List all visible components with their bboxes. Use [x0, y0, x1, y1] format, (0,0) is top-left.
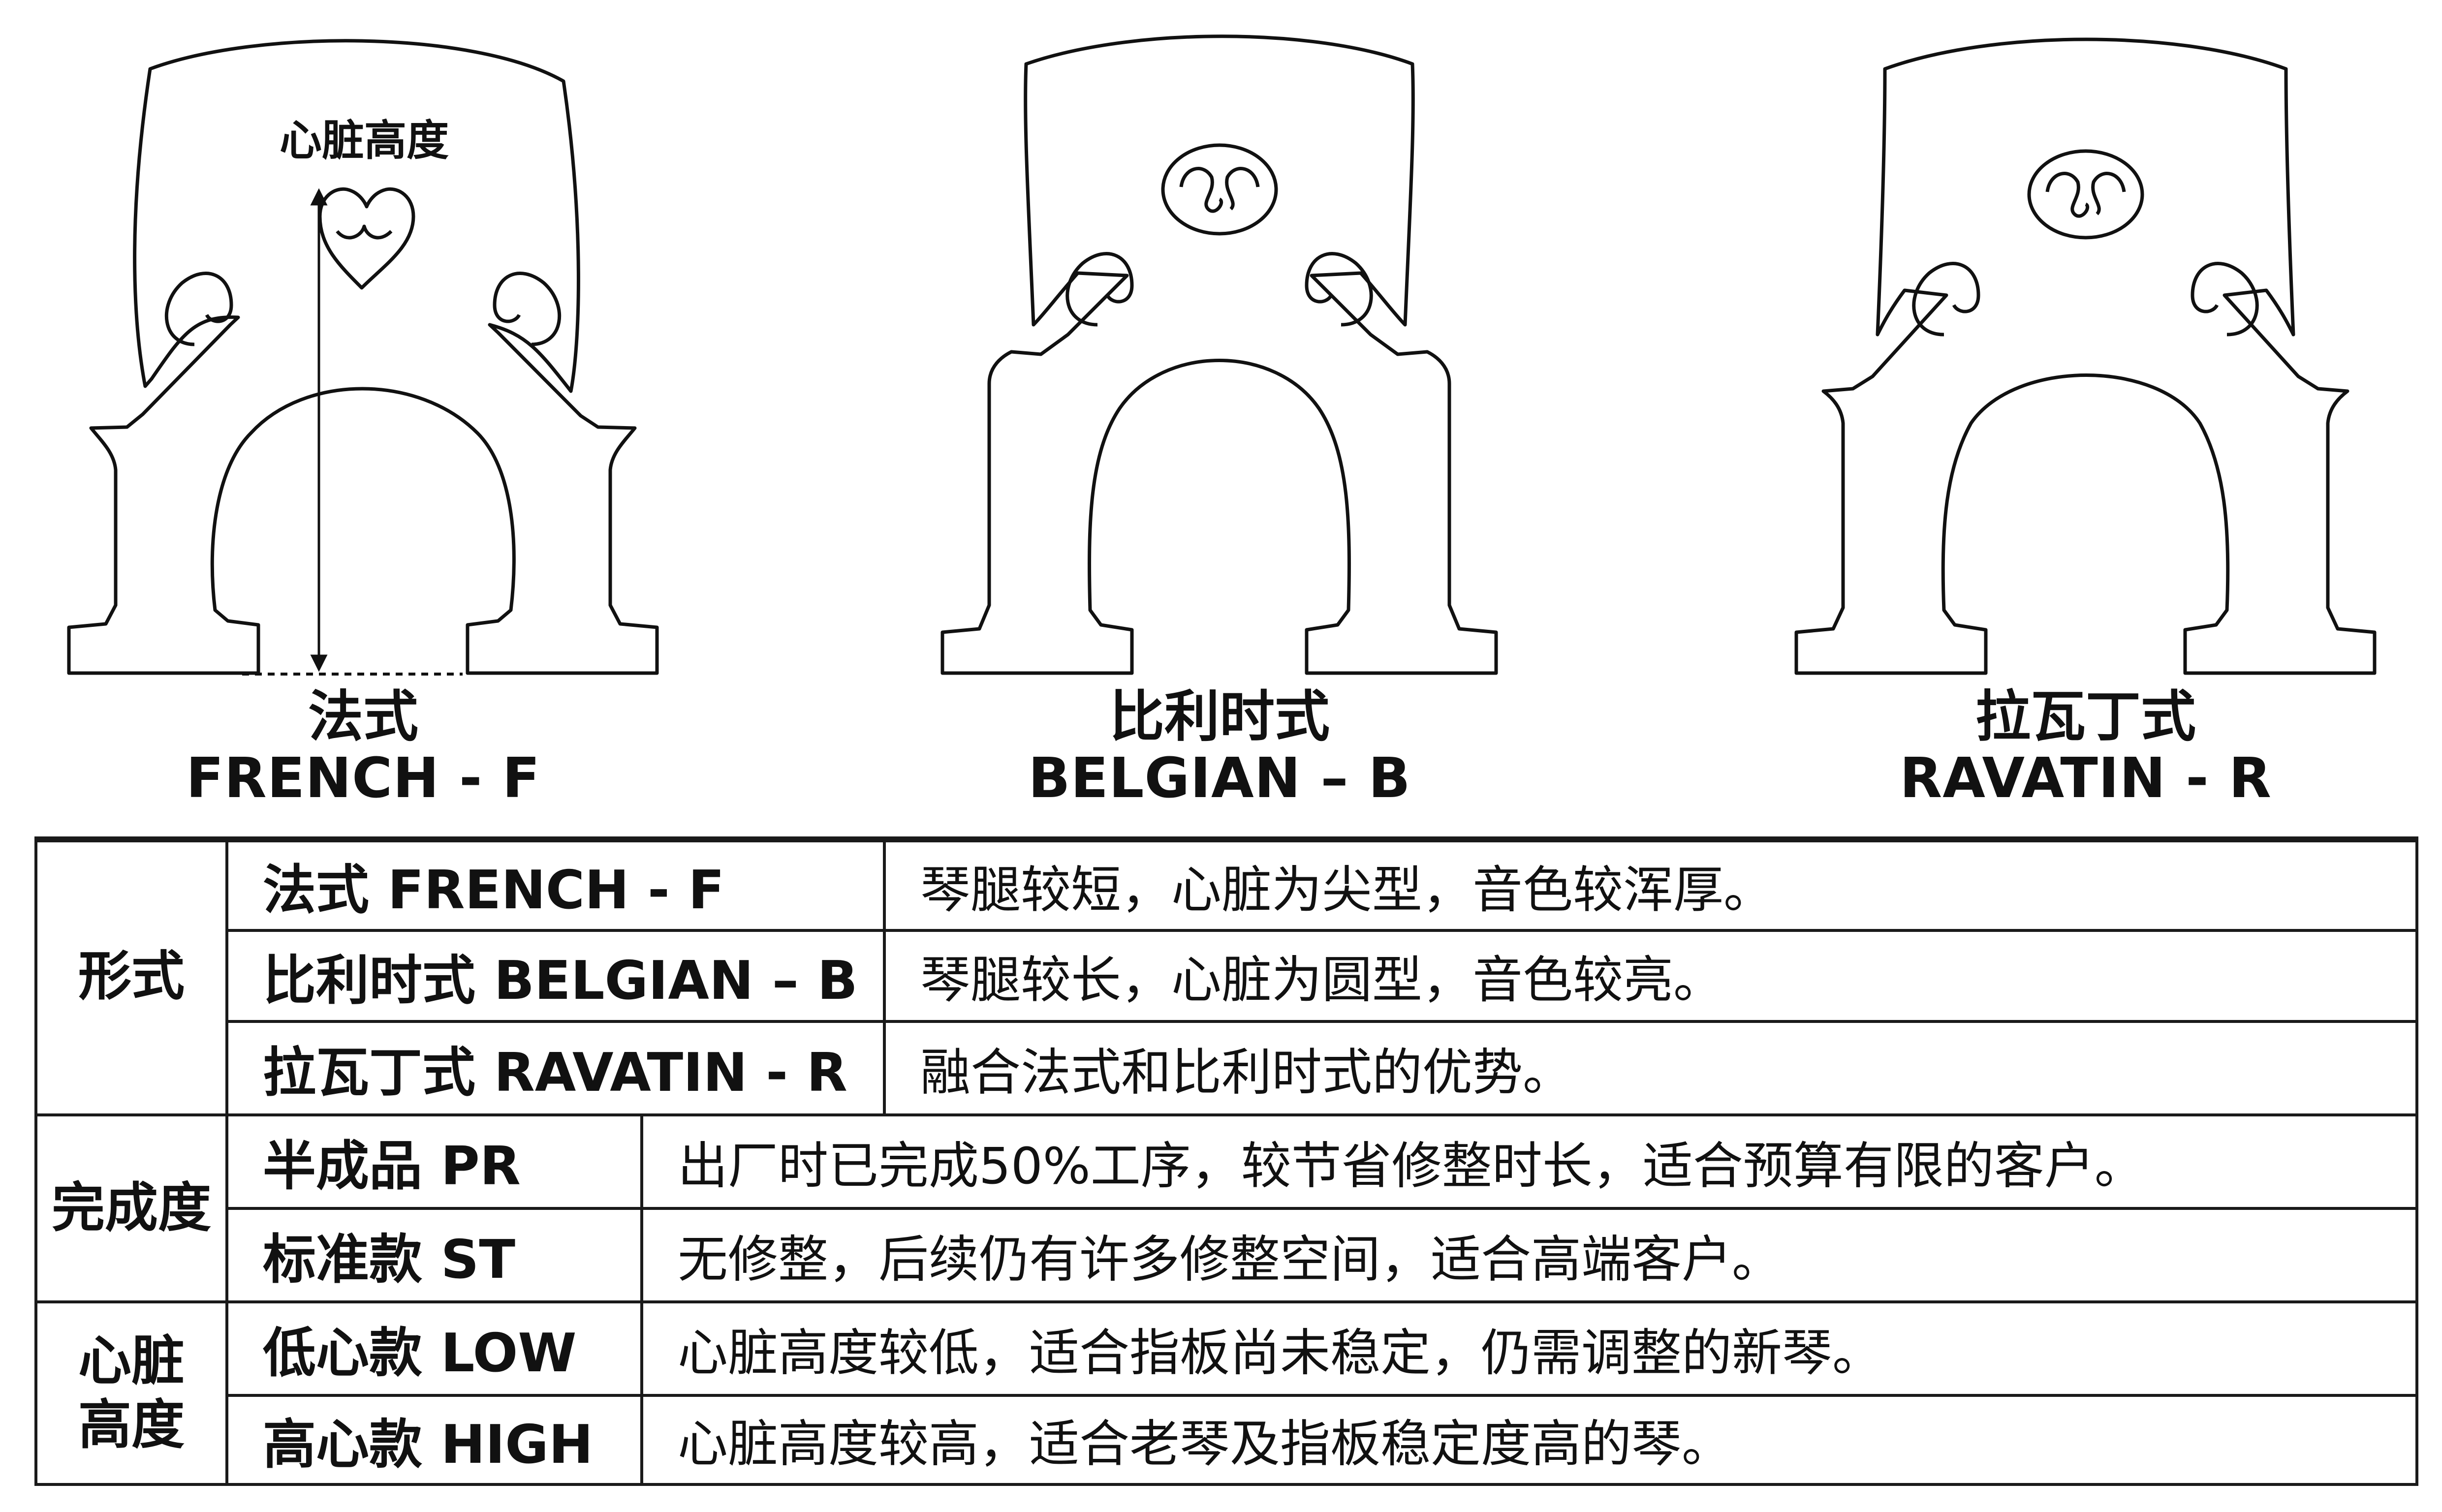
row-desc-french: 琴腿较短，心脏为尖型，音色较浑厚。 — [920, 861, 1774, 920]
ravatin-bridge-drawing — [1794, 37, 2377, 675]
column-divider — [225, 839, 228, 1483]
category-heart-height-line2: 高度 — [78, 1394, 185, 1456]
french-title: 法式 FRENCH - F — [166, 686, 560, 810]
row-divider — [225, 1020, 2415, 1023]
ravatin-title-en: RAVATIN - R — [1900, 746, 2272, 811]
ravatin-title-zh: 拉瓦丁式 — [1975, 685, 2196, 749]
row-name-low: 低心款 LOW — [263, 1323, 577, 1384]
category-form: 形式 — [78, 945, 185, 1007]
bridge-drawings — [67, 34, 2377, 676]
column-divider — [640, 1113, 643, 1483]
belgian-title: 比利时式 BELGIAN – B — [1023, 686, 1416, 810]
french-title-en: FRENCH - F — [186, 746, 540, 811]
row-divider — [225, 1207, 2415, 1210]
row-divider — [225, 929, 2415, 932]
bridge-info-table: 形式 法式 FRENCH - F 琴腿较短，心脏为尖型，音色较浑厚。 比利时式 … — [34, 836, 2418, 1486]
row-name-french: 法式 FRENCH - F — [263, 860, 725, 921]
row-desc-belgian: 琴腿较长，心脏为圆型，音色较亮。 — [920, 951, 1723, 1010]
row-desc-st: 无修整，后续仍有许多修整空间，适合高端客户。 — [678, 1230, 1782, 1289]
group-divider — [37, 1300, 2415, 1303]
row-desc-ravatin: 融合法式和比利时式的优势。 — [920, 1043, 1573, 1102]
row-desc-high: 心脏高度较高，适合老琴及指板稳定度高的琴。 — [678, 1415, 1732, 1474]
belgian-bridge-drawing — [940, 34, 1498, 675]
bridge-diagrams: 心脏高度 法式 FRENCH - F 比利时式 BELGIAN – B 拉瓦丁式… — [67, 34, 2377, 810]
column-divider — [883, 839, 886, 1113]
french-title-zh: 法式 — [308, 685, 418, 749]
row-name-ravatin: 拉瓦丁式 RAVATIN - R — [263, 1042, 847, 1104]
row-desc-low: 心脏高度较低，适合指板尚未稳定，仍需调整的新琴。 — [678, 1324, 1882, 1383]
row-divider — [225, 1394, 2415, 1397]
category-heart-height: 心脏 高度 — [37, 1303, 225, 1483]
row-desc-pr: 出厂时已完成50%工序，较节省修整时长，适合预算有限的客户。 — [678, 1137, 2145, 1196]
category-completion: 完成度 — [51, 1177, 211, 1239]
row-name-pr: 半成品 PR — [263, 1136, 521, 1197]
ravatin-title: 拉瓦丁式 RAVATIN - R — [1889, 686, 2283, 810]
group-divider — [37, 1113, 2415, 1116]
row-name-belgian: 比利时式 BELGIAN – B — [263, 950, 858, 1012]
belgian-title-en: BELGIAN – B — [1028, 746, 1411, 811]
category-heart-height-line1: 心脏 — [78, 1330, 185, 1392]
row-name-high: 高心款 HIGH — [263, 1414, 594, 1476]
row-name-st: 标准款 ST — [263, 1229, 516, 1291]
heart-height-label: 心脏高度 — [280, 116, 449, 165]
belgian-title-zh: 比利时式 — [1109, 685, 1330, 749]
